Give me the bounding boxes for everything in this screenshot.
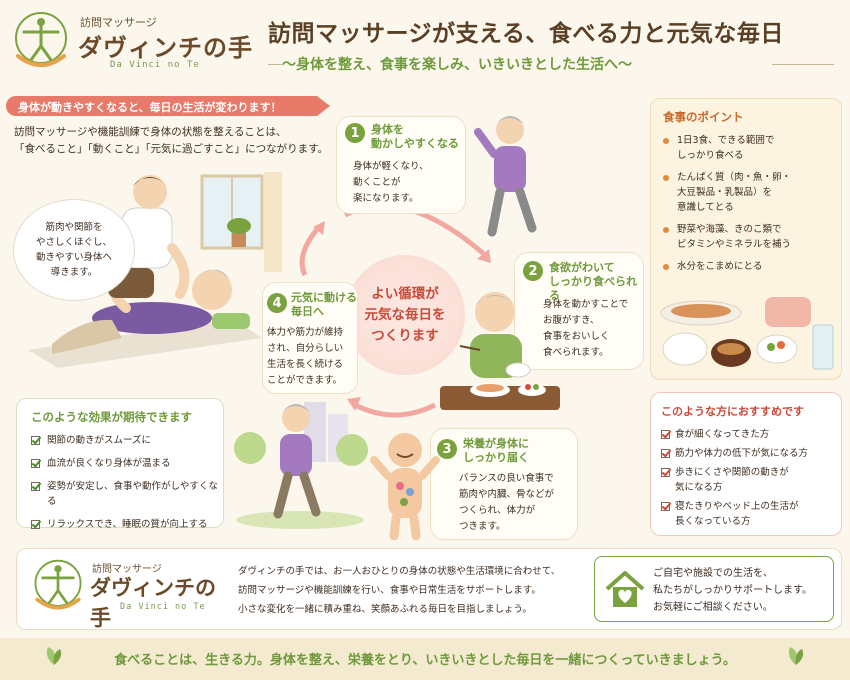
step-3-card: 3 栄養が身体に しっかり届く バランスの良い食事で 筋肉や内臓、骨などが つく… xyxy=(430,428,578,540)
list-item: 姿勢が安定し、食事や動作がしやすくなる xyxy=(31,479,221,509)
subtitle-rule-left xyxy=(268,64,282,65)
eating-elder-illustration xyxy=(440,292,560,410)
step-2-body: 身体を動かすことで お腹がすき、 食事をおいしく 食べられます。 xyxy=(543,299,629,358)
arrow-head-icon xyxy=(313,221,325,235)
bottom-message: 食べることは、生きる力。身体を整え、栄養をとり、いきいきとした毎日を一緒につくっ… xyxy=(114,653,736,668)
footer-logo-english: Da Vinci no Te xyxy=(120,602,206,612)
list-item: リラックスでき、睡眠の質が向上する xyxy=(31,517,221,532)
check-icon xyxy=(661,449,670,458)
footer-logo[interactable]: 訪問マッサージ ダヴィンチの手 Da Vinci no Te xyxy=(30,556,230,630)
logo-english: Da Vinci no Te xyxy=(110,60,200,70)
step-1-card: 1 身体を 動かしやすくなる 身体が軽くなり、 動くことが 楽になります。 xyxy=(336,116,466,214)
effects-title: このような効果が期待できます xyxy=(31,410,192,424)
footer-description: ダヴィンチの手では、お一人おひとりの身体の状態や生活環境に合わせて、 訪問マッサ… xyxy=(238,566,561,615)
list-item: 筋力や体力の低下が気になる方 xyxy=(661,446,839,461)
step-1-number: 1 xyxy=(345,123,365,143)
list-item: 野菜や海藻、きのこ類でビタミンやミネラルを補う xyxy=(663,222,835,252)
recommend-panel: このような方におすすめです 食が細くなってきた方 筋力や体力の低下が気になる方 … xyxy=(650,392,842,536)
food-points-list: 1日3食、できる範囲でしっかり食べる たんぱく質（肉・魚・卵・大豆製品・乳製品）… xyxy=(663,133,835,274)
step-4-body: 体力や筋力が維持 され、自分らしい 生活を長く続ける ことができます。 xyxy=(267,327,344,386)
list-item: 歩きにくさや関節の動きが気になる方 xyxy=(661,465,839,495)
walking-elder-illustration xyxy=(474,116,537,237)
step-4-title: 元気に動ける 毎日へ xyxy=(291,291,357,318)
check-icon xyxy=(661,502,670,511)
bottom-bar xyxy=(0,638,850,680)
check-icon xyxy=(661,468,670,477)
step-4-number: 4 xyxy=(267,293,287,313)
body-nutrition-illustration xyxy=(370,433,440,540)
header-logo[interactable]: 訪問マッサージ ダヴィンチの手 Da Vinci no Te xyxy=(10,8,260,78)
arrow-head-icon xyxy=(477,249,491,263)
check-icon xyxy=(31,436,40,445)
logo-subtitle: 訪問マッサージ xyxy=(80,16,157,29)
food-points-panel: 食事のポイント 1日3食、できる範囲でしっかり食べる たんぱく質（肉・魚・卵・大… xyxy=(650,98,842,380)
cycle-center: よい循環が 元気な毎日を つくります xyxy=(345,255,465,375)
check-icon xyxy=(31,520,40,529)
intro-text: 訪問マッサージや機能訓練で身体の状態を整えることは、 「食べること」「動くこと」… xyxy=(14,126,329,155)
list-item: 寝たきりやベッド上の生活が長くなっている方 xyxy=(661,499,839,529)
bullet-icon xyxy=(663,138,669,144)
leaf-icon xyxy=(46,647,62,665)
step-3-title: 栄養が身体に しっかり届く xyxy=(463,437,529,464)
recommend-list: 食が細くなってきた方 筋力や体力の低下が気になる方 歩きにくさや関節の動きが気に… xyxy=(661,427,839,529)
step-3-number: 3 xyxy=(437,439,457,459)
step-3-body: バランスの良い食事で 筋肉や内臓、骨などが つくられ、体力が つきます。 xyxy=(459,473,555,532)
contact-box[interactable]: ご自宅や施設での生活を、 私たちがしっかりサポートします。 お気軽にご相談くださ… xyxy=(594,556,834,622)
step-2-title: 食欲がわいて しっかり食べられる xyxy=(549,261,637,302)
step-4-card: 4 元気に動ける 毎日へ 体力や筋力が維持 され、自分らしい 生活を長く続ける … xyxy=(262,282,358,394)
effects-list: 関節の動きがスムーズに 血流が良くなり身体が温まる 姿勢が安定し、食事や動作がし… xyxy=(31,433,221,532)
check-icon xyxy=(31,482,40,491)
page-subtitle: 〜身体を整え、食事を楽しみ、いきいきとした生活へ〜 xyxy=(282,57,632,73)
subtitle-rule-right xyxy=(772,64,834,65)
step-2-card: 2 食欲がわいて しっかり食べられる 身体を動かすことで お腹がすき、 食事をお… xyxy=(514,252,644,370)
massage-speech-bubble: 筋肉や関節を やさしくほぐし、 動きやすい身体へ 導きます。 xyxy=(14,200,134,300)
bullet-icon xyxy=(663,264,669,270)
list-item: たんぱく質（肉・魚・卵・大豆製品・乳製品）を意識してとる xyxy=(663,170,835,215)
outdoor-walk-illustration xyxy=(234,402,368,529)
list-item: 水分をこまめにとる xyxy=(663,259,835,274)
footer-logo-subtitle: 訪問マッサージ xyxy=(92,564,162,575)
footer-logo-title: ダヴィンチの手 xyxy=(90,576,216,630)
massage-illustration xyxy=(28,172,282,368)
recommend-title: このような方におすすめです xyxy=(661,405,804,418)
check-icon xyxy=(31,459,40,468)
intro-banner: 身体が動きやすくなると、毎日の生活が変わります！ xyxy=(6,96,330,116)
arrow-head-icon xyxy=(347,397,361,411)
step-1-title: 身体を 動かしやすくなる xyxy=(371,123,459,150)
step-2-number: 2 xyxy=(523,261,543,281)
list-item: 血流が良くなり身体が温まる xyxy=(31,456,221,471)
bullet-icon xyxy=(663,175,669,181)
list-item: 1日3食、できる範囲でしっかり食べる xyxy=(663,133,835,163)
logo-title: ダヴィンチの手 xyxy=(78,34,253,62)
list-item: 関節の動きがスムーズに xyxy=(31,433,221,448)
check-icon xyxy=(661,430,670,439)
leaf-icon xyxy=(788,647,804,665)
contact-text: ご自宅や施設での生活を、 私たちがしっかりサポートします。 お気軽にご相談くださ… xyxy=(653,568,812,613)
bullet-icon xyxy=(663,227,669,233)
vitruvian-logo-icon xyxy=(15,12,67,67)
step-1-body: 身体が軽くなり、 動くことが 楽になります。 xyxy=(353,161,429,204)
home-heart-icon xyxy=(605,571,645,607)
effects-panel: このような効果が期待できます 関節の動きがスムーズに 血流が良くなり身体が温まる… xyxy=(16,398,224,530)
list-item: 食が細くなってきた方 xyxy=(661,427,839,442)
vitruvian-logo-icon xyxy=(34,559,82,610)
page-title: 訪問マッサージが支える、食べる力と元気な毎日 xyxy=(268,21,784,47)
meal-illustration xyxy=(660,297,834,370)
food-points-title: 食事のポイント xyxy=(663,110,744,124)
